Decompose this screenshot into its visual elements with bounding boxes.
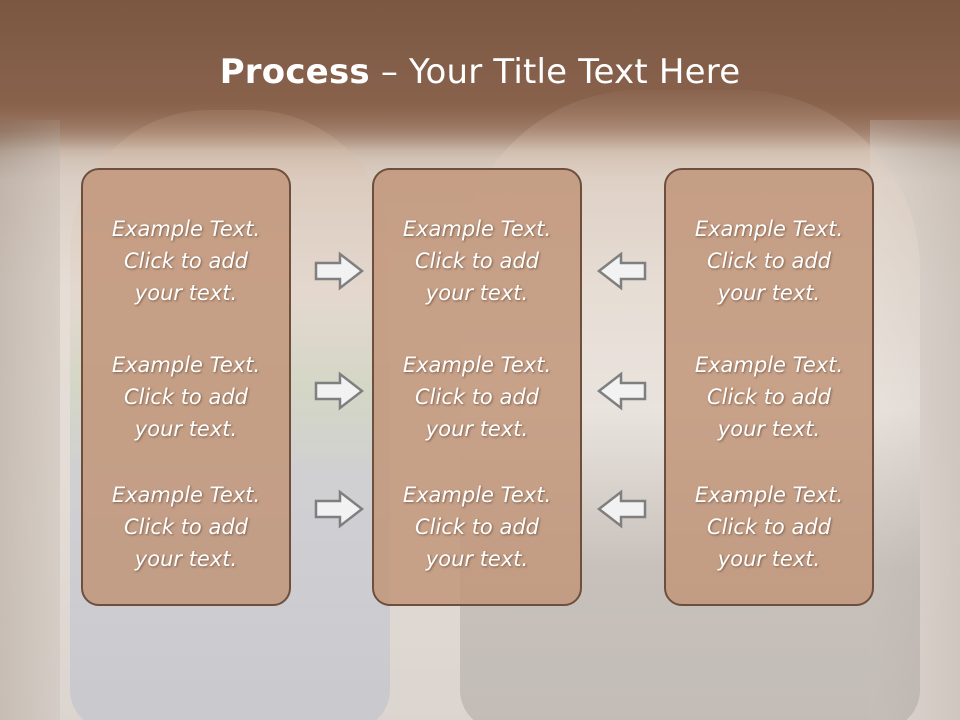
panel-text-item[interactable]: Example Text. Click to add your text. (666, 349, 872, 445)
arrow-left-icon[interactable] (596, 371, 648, 411)
panel-text-item[interactable]: Example Text. Click to add your text. (83, 479, 289, 575)
item-line-3: your text. (134, 281, 238, 305)
process-panel-right[interactable]: Example Text. Click to add your text. Ex… (664, 168, 874, 606)
item-line-1: Example Text. (694, 353, 844, 377)
panel-text-item[interactable]: Example Text. Click to add your text. (374, 349, 580, 445)
slide-title-bold: Process (219, 52, 370, 92)
panel-text-item[interactable]: Example Text. Click to add your text. (666, 479, 872, 575)
item-line-2: Click to add (706, 249, 831, 273)
process-panel-left[interactable]: Example Text. Click to add your text. Ex… (81, 168, 291, 606)
process-panel-center[interactable]: Example Text. Click to add your text. Ex… (372, 168, 582, 606)
item-line-2: Click to add (414, 249, 539, 273)
item-line-2: Click to add (123, 515, 248, 539)
item-line-1: Example Text. (402, 483, 552, 507)
item-line-3: your text. (425, 281, 529, 305)
arrow-left-icon[interactable] (596, 251, 648, 291)
item-line-2: Click to add (123, 385, 248, 409)
item-line-3: your text. (717, 281, 821, 305)
item-line-3: your text. (717, 417, 821, 441)
item-line-1: Example Text. (402, 353, 552, 377)
item-line-1: Example Text. (111, 217, 261, 241)
item-line-2: Click to add (414, 385, 539, 409)
arrow-right-icon[interactable] (313, 251, 365, 291)
item-line-3: your text. (717, 547, 821, 571)
item-line-2: Click to add (414, 515, 539, 539)
item-line-3: your text. (425, 417, 529, 441)
arrow-right-icon[interactable] (313, 371, 365, 411)
panel-text-item[interactable]: Example Text. Click to add your text. (83, 349, 289, 445)
panel-text-item[interactable]: Example Text. Click to add your text. (374, 213, 580, 309)
header-band (0, 0, 960, 150)
arrow-right-icon[interactable] (313, 489, 365, 529)
item-line-1: Example Text. (111, 483, 261, 507)
item-line-1: Example Text. (694, 483, 844, 507)
item-line-3: your text. (134, 417, 238, 441)
item-line-1: Example Text. (402, 217, 552, 241)
slide-title-rest: – Your Title Text Here (369, 52, 741, 92)
item-line-3: your text. (425, 547, 529, 571)
panel-text-item[interactable]: Example Text. Click to add your text. (83, 213, 289, 309)
panel-text-item[interactable]: Example Text. Click to add your text. (666, 213, 872, 309)
item-line-2: Click to add (706, 515, 831, 539)
item-line-1: Example Text. (111, 353, 261, 377)
item-line-1: Example Text. (694, 217, 844, 241)
item-line-2: Click to add (123, 249, 248, 273)
item-line-3: your text. (134, 547, 238, 571)
arrow-left-icon[interactable] (596, 489, 648, 529)
panel-text-item[interactable]: Example Text. Click to add your text. (374, 479, 580, 575)
slide-title[interactable]: Process – Your Title Text Here (0, 52, 960, 92)
background-photo-left-edge (0, 120, 60, 720)
item-line-2: Click to add (706, 385, 831, 409)
